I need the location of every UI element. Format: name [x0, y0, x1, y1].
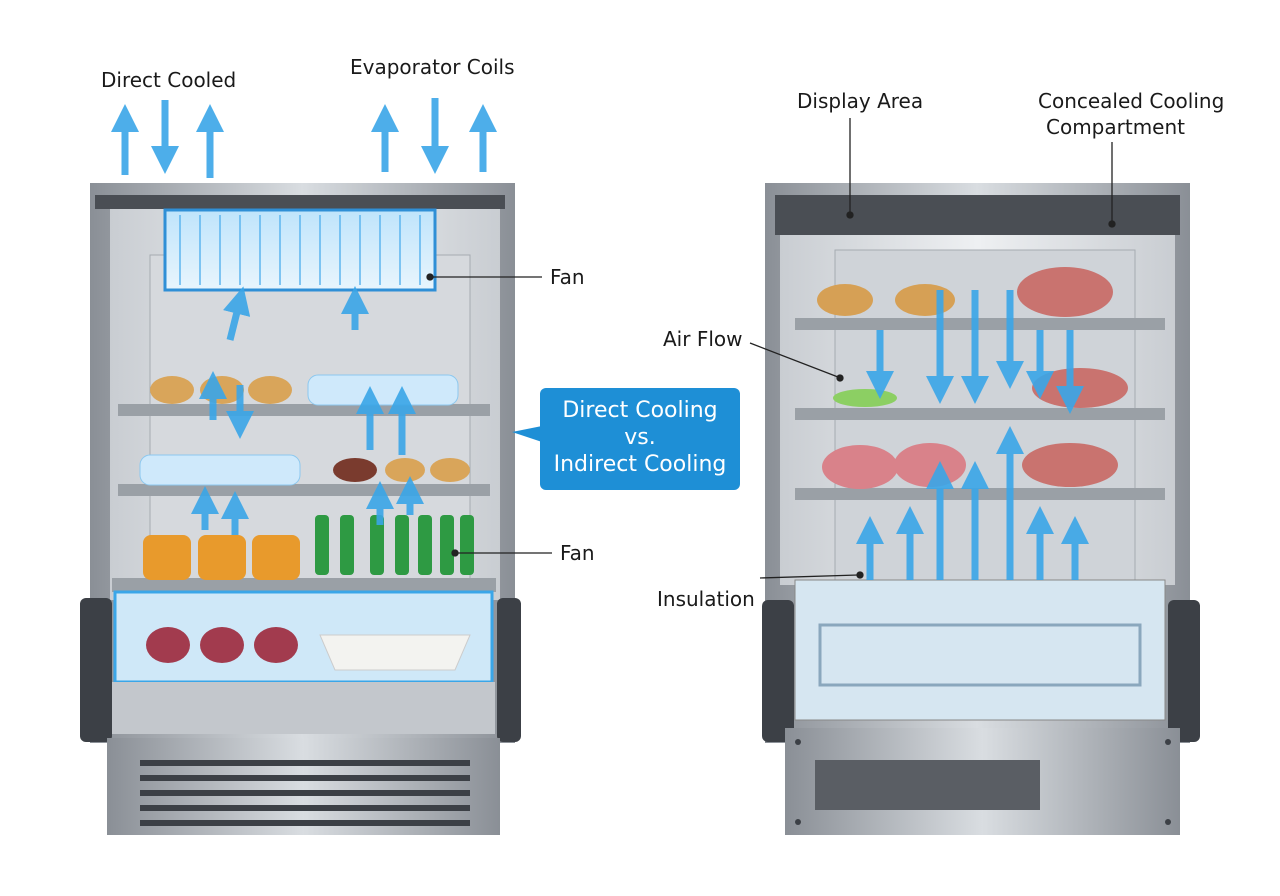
label-concealed-line2: Compartment	[1046, 115, 1186, 139]
callout-line2: vs.	[624, 425, 656, 450]
right-shelf-3	[795, 488, 1165, 500]
right-bumper	[497, 598, 521, 742]
comparison-callout: Direct Cooling vs. Indirect Cooling	[512, 388, 740, 490]
shelf-1	[118, 404, 490, 416]
lower-cooling-bin	[794, 579, 1166, 721]
shelf-3	[112, 578, 496, 592]
salad-plate	[833, 389, 897, 407]
label-fan-bottom: Fan	[560, 541, 595, 565]
food-platter	[319, 634, 471, 671]
right-cab-left-bumper	[762, 600, 794, 742]
callout-line1: Direct Cooling	[562, 398, 718, 423]
label-fan-top: Fan	[550, 265, 585, 289]
right-shelf-1	[795, 318, 1165, 330]
right-shelf-2	[795, 408, 1165, 420]
tarts	[146, 627, 298, 663]
right-vent	[815, 760, 1040, 810]
bottles	[315, 515, 474, 575]
label-evaporator-coils: Evaporator Coils	[350, 55, 515, 79]
right-cab-right-bumper	[1168, 600, 1200, 742]
wire-rack	[818, 623, 1142, 687]
coil-fins	[179, 215, 421, 285]
indirect-cooled-cabinet	[762, 183, 1200, 835]
concealed-cooling-compartment	[775, 195, 1180, 235]
left-base	[107, 738, 500, 835]
label-display-area: Display Area	[797, 89, 924, 113]
left-front-strip	[110, 682, 495, 734]
label-air-flow: Air Flow	[663, 327, 743, 351]
direct-cooled-cabinet	[80, 183, 521, 835]
left-bumper	[80, 598, 112, 742]
jars	[143, 535, 300, 580]
airflow-arrows-left	[111, 98, 497, 535]
label-concealed-line1: Concealed Cooling	[1038, 89, 1225, 113]
label-insulation: Insulation	[657, 587, 755, 611]
shelf-2	[118, 484, 490, 496]
label-direct-cooled: Direct Cooled	[101, 68, 237, 92]
callout-line3: Indirect Cooling	[553, 452, 727, 477]
leader-lines	[426, 118, 1116, 579]
airflow-arrows-right	[856, 290, 1089, 580]
left-vent-grill	[140, 760, 470, 826]
